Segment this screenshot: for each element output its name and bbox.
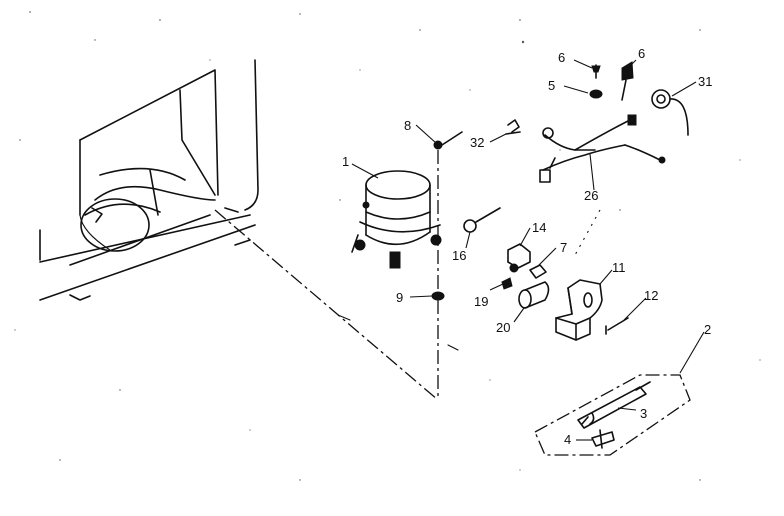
- callout-32: 32: [470, 135, 484, 150]
- part-19-terminal: [501, 277, 513, 290]
- callout-1: 1: [342, 154, 349, 169]
- part-9-grommet: [431, 291, 445, 301]
- callout-2: 2: [704, 322, 711, 337]
- callout-7: 7: [560, 240, 567, 255]
- callout-14: 14: [532, 220, 546, 235]
- compressor: [351, 170, 442, 269]
- part-6-screw-b: [621, 61, 634, 101]
- callout-5: 5: [548, 78, 555, 93]
- callout-20: 20: [496, 320, 510, 335]
- callout-8: 8: [404, 118, 411, 133]
- part-14-relay: [507, 243, 531, 273]
- part-8-grommet: [433, 131, 463, 150]
- callout-12: 12: [644, 288, 658, 303]
- callout-6b: 6: [638, 46, 645, 61]
- refrigerator-cabinet: [39, 59, 259, 301]
- callout-4: 4: [564, 432, 571, 447]
- callout-11: 11: [612, 260, 626, 275]
- background-speckles: [14, 11, 761, 481]
- part-11-bracket: [555, 279, 603, 341]
- part-5-washer: [589, 89, 603, 99]
- callout-3: 3: [640, 406, 647, 421]
- callout-labels: 1 8 32 9 16 14 7 19 20 11 12 2 3 4 6 5 6…: [342, 46, 712, 447]
- part-20-capacitor: [518, 281, 550, 309]
- part-32-clip: [505, 119, 521, 135]
- part-6-screw-a: [591, 64, 601, 79]
- callout-26: 26: [584, 188, 598, 203]
- part-2-drier-kit: [534, 374, 691, 456]
- callout-9: 9: [396, 290, 403, 305]
- leader-lines: [351, 59, 705, 441]
- callout-19: 19: [474, 294, 488, 309]
- part-31-grommet: [651, 89, 689, 136]
- assembly-lines: [214, 150, 601, 401]
- callout-31: 31: [698, 74, 712, 89]
- part-7-clip: [529, 264, 547, 279]
- callout-16: 16: [452, 248, 466, 263]
- part-16-overload: [463, 207, 501, 233]
- assembly-arrow-marks: [337, 314, 459, 351]
- callout-6a: 6: [558, 50, 565, 65]
- part-12-screw: [605, 317, 629, 335]
- part-26-wiring-harness: [539, 114, 666, 183]
